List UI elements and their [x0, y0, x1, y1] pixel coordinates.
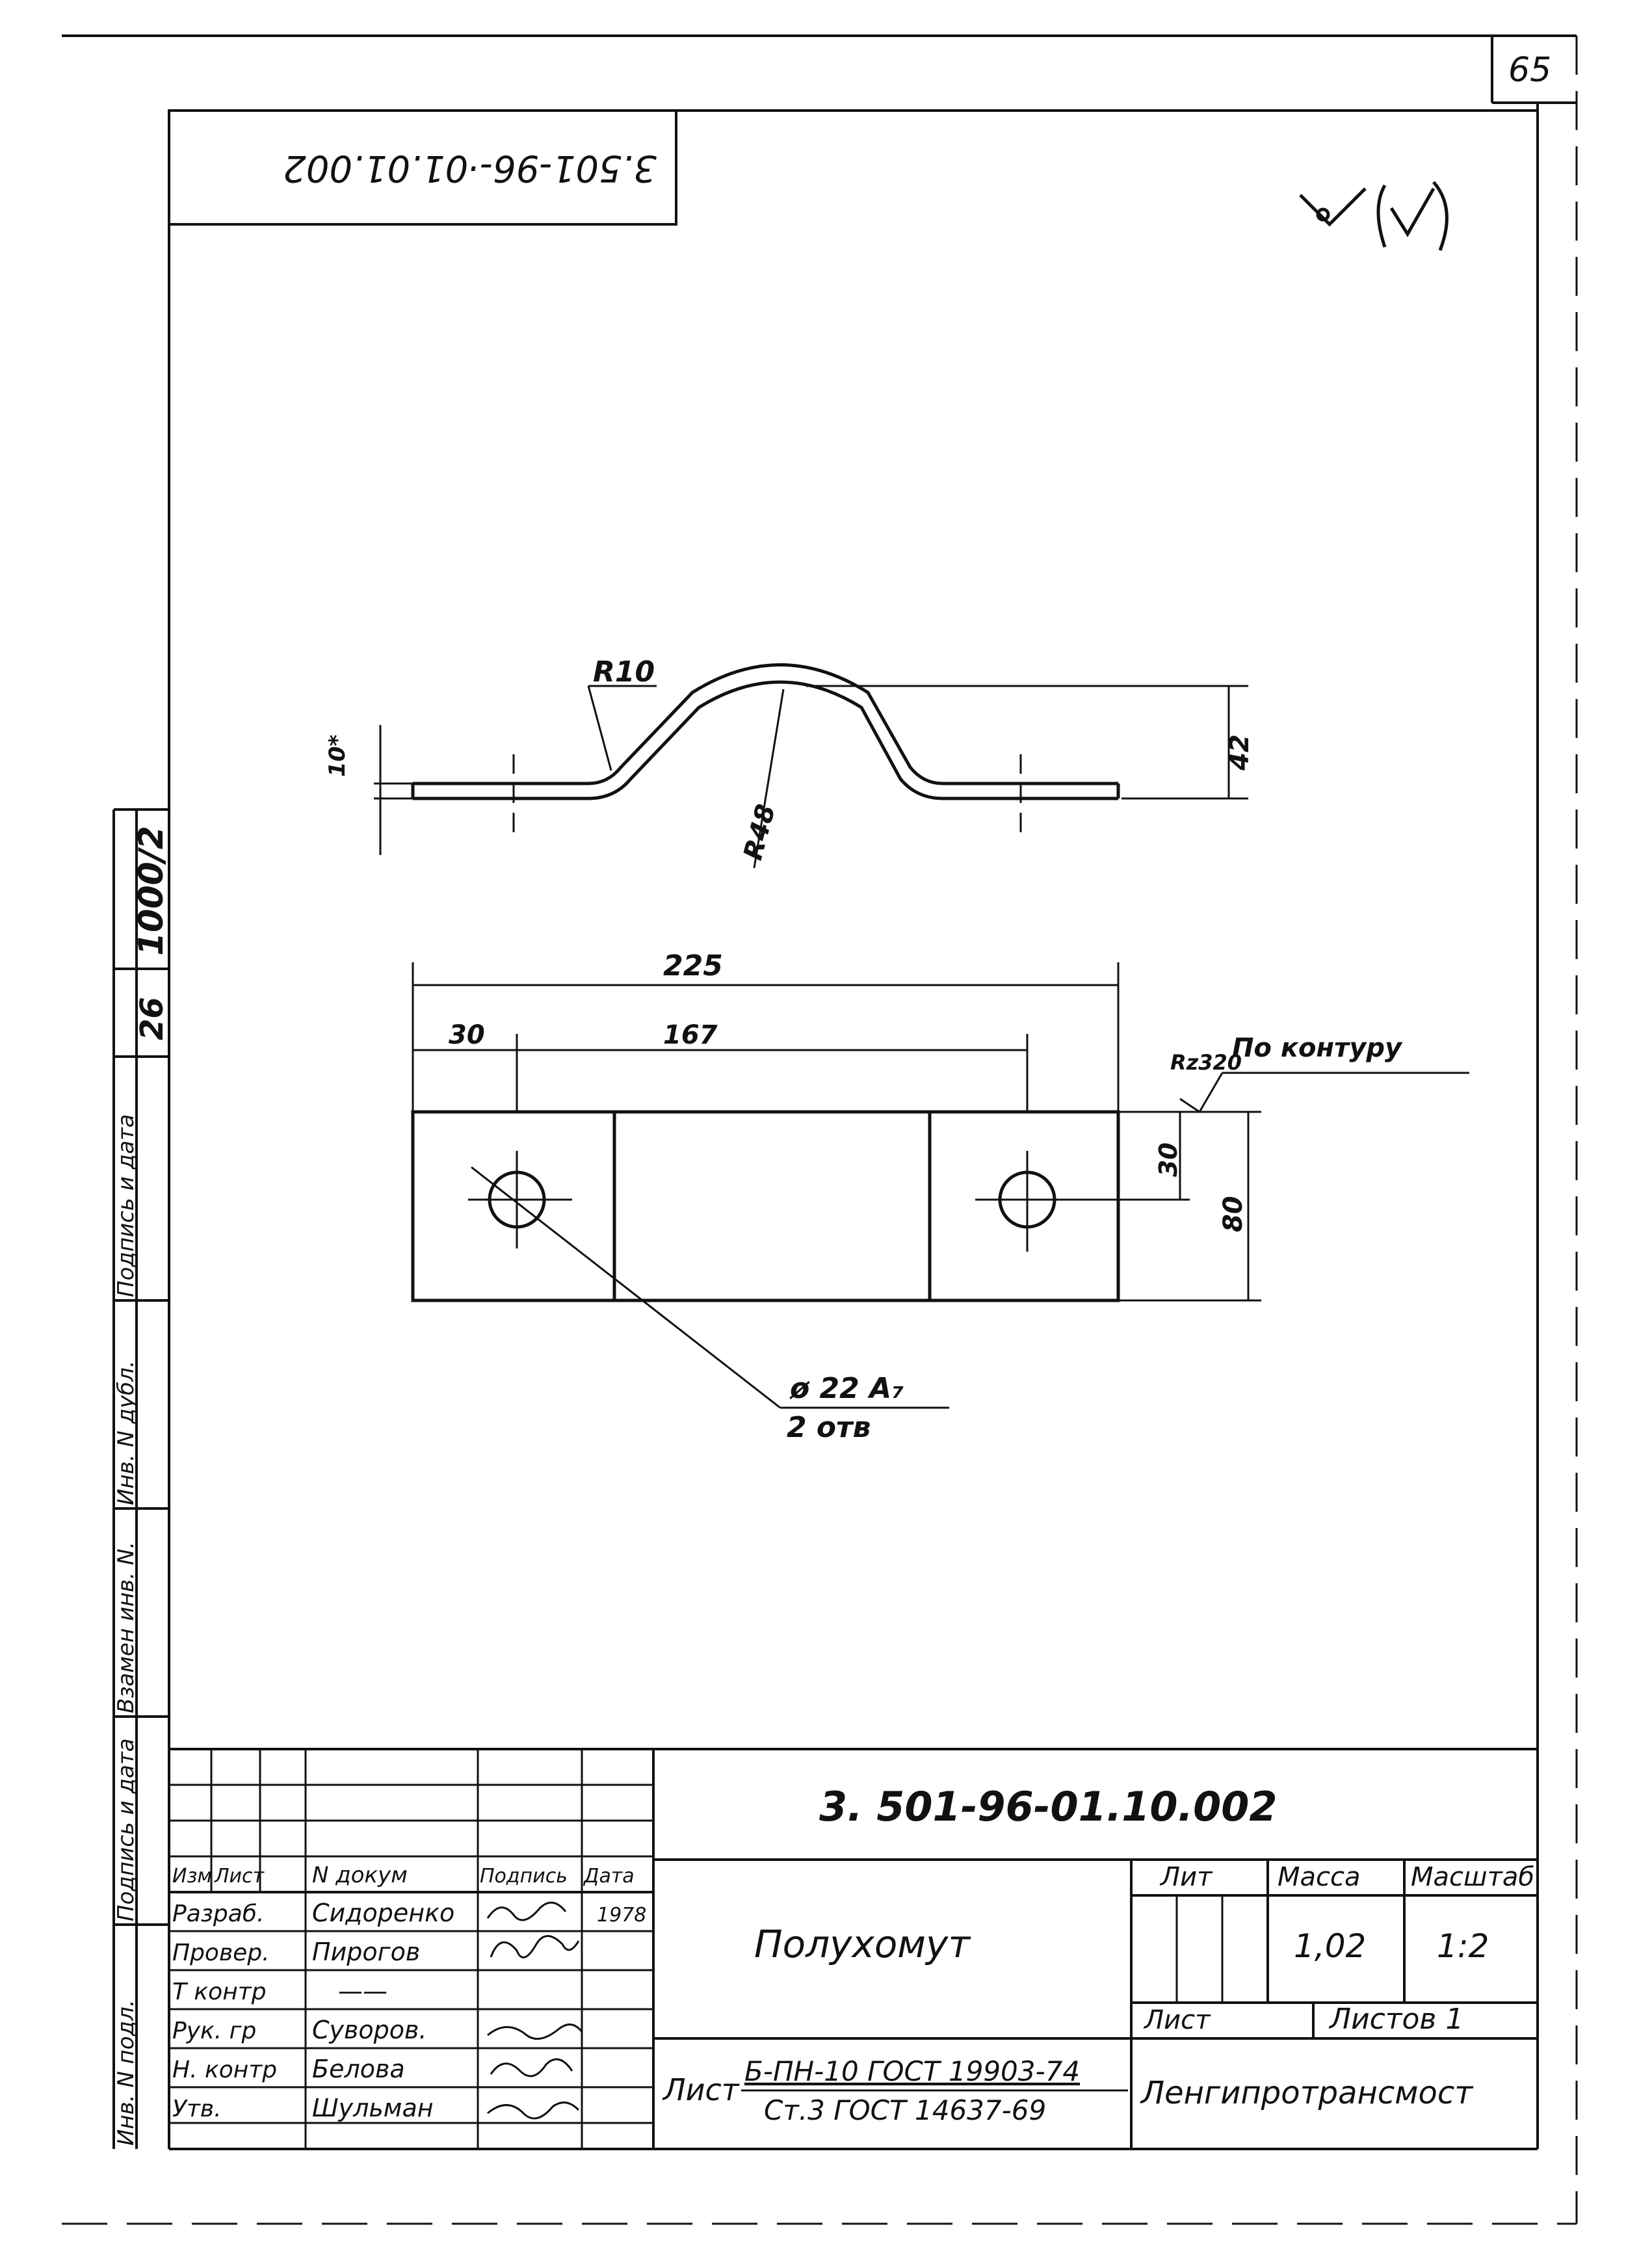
- radius-small-label: R10: [593, 655, 655, 689]
- corner-stamp-text: 3.501-96-·01.01.002: [283, 147, 657, 189]
- roughness-label: Rz320: [1170, 1050, 1242, 1075]
- staff-role-1: Разраб.: [172, 1901, 264, 1927]
- material-line2: Ст.3 ГОСТ 14637-69: [764, 2094, 1046, 2126]
- staff-name-4: Суворов.: [312, 2016, 427, 2044]
- side-field-1: Подпись и дата: [113, 1114, 139, 1297]
- side-view: [374, 663, 1248, 869]
- spacing-label: 167: [663, 1020, 718, 1050]
- length-label: 225: [663, 949, 723, 982]
- header-lit: Лит: [1159, 1862, 1213, 1892]
- header-podpis: Подпись: [480, 1865, 568, 1888]
- material-prefix: Лист: [662, 2072, 740, 2107]
- header-izm: Изм: [172, 1865, 212, 1888]
- staff-role-6: Утв.: [172, 2096, 222, 2122]
- staff-role-5: Н. контр: [172, 2057, 277, 2083]
- scale-value: 1:2: [1437, 1927, 1489, 1965]
- thickness-label: 10*: [324, 735, 350, 777]
- mass-value: 1,02: [1294, 1927, 1366, 1965]
- header-list: Лист: [214, 1865, 265, 1888]
- copy-number: 1000/2: [132, 826, 171, 956]
- side-field-4: Подпись и дата: [113, 1738, 139, 1921]
- sheet-label: Лист: [1143, 2005, 1211, 2035]
- staff-role-3: Т контр: [172, 1979, 267, 2005]
- header-n-dokum: N докум: [312, 1862, 408, 1888]
- title-block: [169, 1748, 1538, 2149]
- side-field-3: Взамен инв. N.: [113, 1542, 139, 1713]
- staff-name-6: Шульман: [312, 2094, 434, 2122]
- signatures: [486, 1901, 583, 2120]
- side-stamp: [112, 808, 169, 2149]
- staff-name-5: Белова: [312, 2055, 405, 2083]
- side-field-5: Инв. N подл.: [113, 1999, 139, 2146]
- copy-suffix: 26: [134, 997, 170, 1040]
- staff-role-2: Провер.: [172, 1940, 270, 1966]
- roughness-note: По контуру: [1232, 1033, 1403, 1063]
- offset-label: 30: [449, 1020, 485, 1050]
- organization: Ленгипротрансмост: [1140, 2075, 1474, 2111]
- side-field-2: Инв. N дубл.: [113, 1360, 139, 1505]
- height-label: 42: [1225, 734, 1255, 771]
- surface-finish-mark: [1299, 181, 1449, 251]
- page-number: 65: [1508, 51, 1551, 90]
- hole-note-line2: 2 отв: [787, 1411, 871, 1444]
- staff-role-4: Рук. гр: [172, 2018, 256, 2044]
- hole-offset-label: 30: [1154, 1142, 1183, 1177]
- material-line1: Б-ПН-10 ГОСТ 19903-74: [744, 2055, 1080, 2087]
- year: 1978: [597, 1904, 646, 1927]
- header-massa: Масса: [1278, 1862, 1361, 1892]
- staff-name-2: Пирогов: [312, 1938, 420, 1966]
- staff-name-3: ——: [338, 1977, 387, 2005]
- header-masshtab: Масштаб: [1411, 1862, 1534, 1892]
- staff-name-1: Сидоренко: [312, 1899, 454, 1927]
- header-data: Дата: [583, 1865, 635, 1888]
- corner-stamp: 3.501-96-·01.01.002: [168, 109, 677, 226]
- document-code: 3. 501-96-01.10.002: [819, 1783, 1278, 1830]
- hole-note-line1: ø 22 A₇: [789, 1372, 904, 1405]
- part-name: Полухомут: [754, 1922, 971, 1966]
- sheets-total: Листов 1: [1328, 2003, 1463, 2036]
- width-label: 80: [1218, 1196, 1248, 1232]
- radius-large-label: R48: [738, 801, 781, 863]
- top-view: [411, 962, 1469, 1409]
